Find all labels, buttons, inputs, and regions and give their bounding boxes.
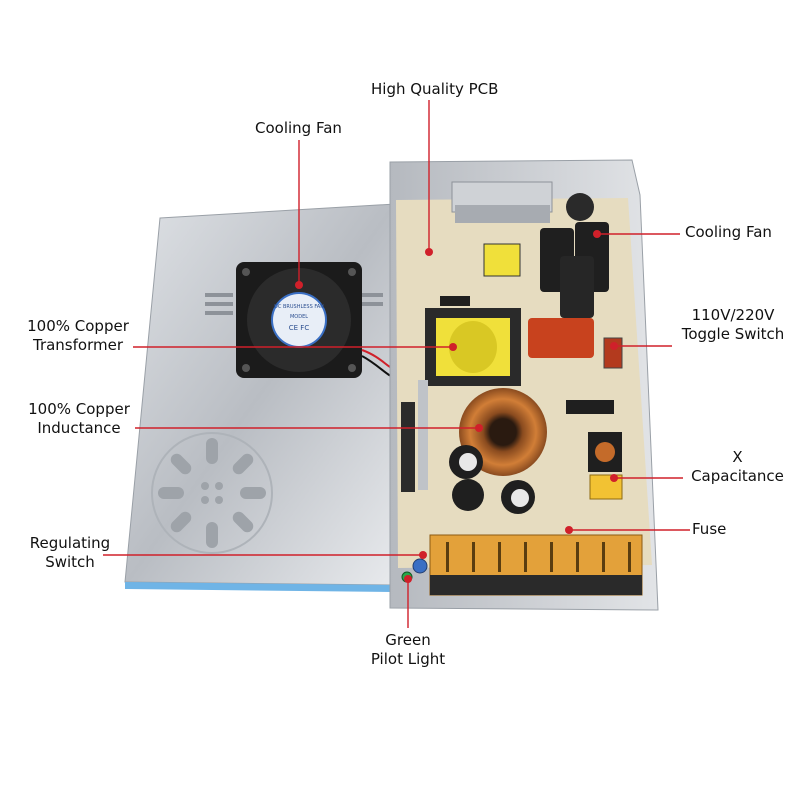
fan-sticker-line-3: CE FC: [289, 324, 310, 332]
label-cooling-fan-left: Cooling Fan: [255, 119, 342, 137]
vent-pattern: [151, 432, 273, 554]
dot-x-capacitance: [610, 474, 618, 482]
label-fuse: Fuse: [692, 520, 727, 538]
leader-lines: [103, 100, 690, 628]
label-copper-transformer: 100% Copper Transformer: [27, 317, 129, 354]
fan-sticker-line-1: DC BRUSHLESS FAN: [274, 304, 324, 310]
pcb-components: [401, 193, 623, 514]
terminal-block: [401, 534, 643, 596]
label-green-pilot-light: Green Pilot Light: [370, 631, 446, 668]
fan-sticker-line-2: MODEL: [290, 314, 308, 320]
dot-cooling-fan-left: [295, 281, 303, 289]
label-x-capacitance: X Capacitance: [691, 448, 784, 485]
cooling-fan: DC BRUSHLESS FAN MODEL CE FC: [236, 262, 406, 379]
label-high-quality-pcb: High Quality PCB: [371, 80, 499, 98]
dot-transformer: [449, 343, 457, 351]
dot-regulating-switch: [419, 551, 427, 559]
dot-cooling-fan-right: [593, 230, 601, 238]
main-transformer: [425, 308, 521, 386]
dot-fuse: [565, 526, 573, 534]
label-regulating-switch: Regulating Switch: [29, 534, 111, 571]
dot-green-pilot-light: [404, 575, 412, 583]
label-copper-inductance: 100% Copper Inductance: [28, 400, 130, 437]
dot-inductance: [475, 424, 483, 432]
label-cooling-fan-right: Cooling Fan: [685, 223, 772, 241]
case-cover-edge: [125, 582, 392, 592]
dot-high-quality-pcb: [425, 248, 433, 256]
label-toggle-switch: 110V/220V Toggle Switch: [681, 306, 785, 343]
pointer-dots: [295, 230, 618, 583]
dot-toggle-switch: [610, 342, 618, 350]
